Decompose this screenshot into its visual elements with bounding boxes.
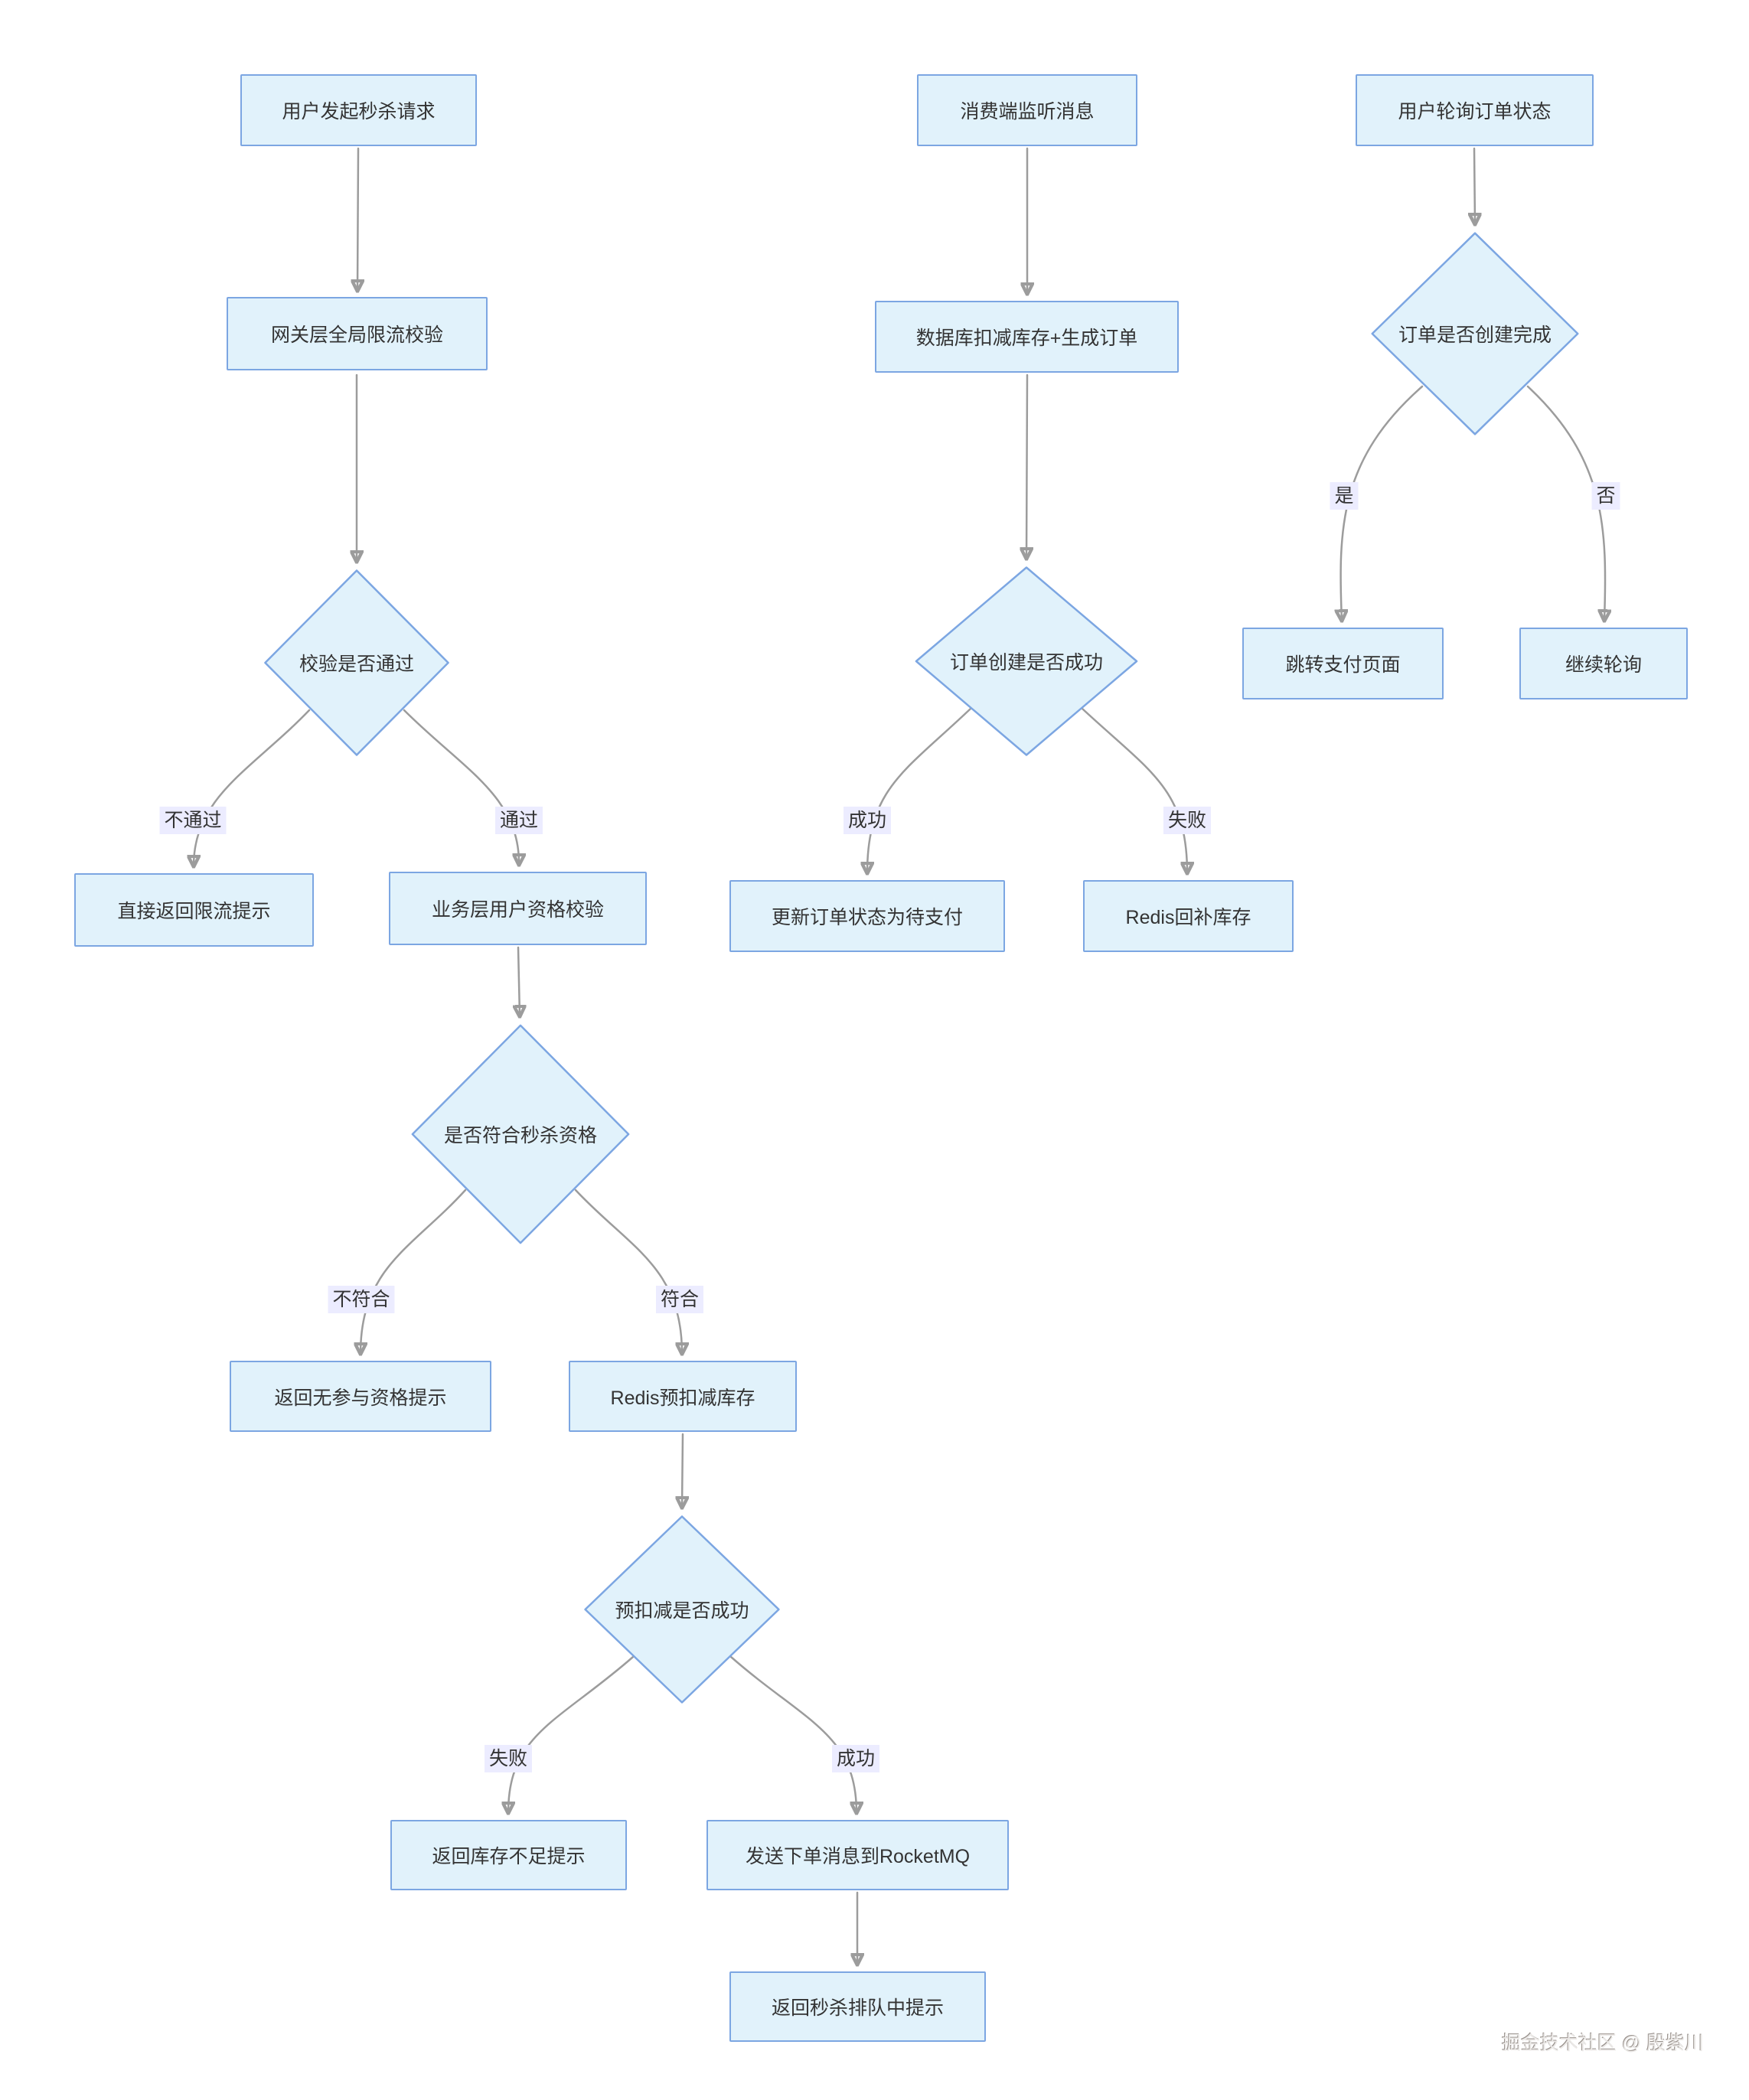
node-return-queueing-tip: 返回秒杀排队中提示: [729, 1971, 986, 2042]
node-redis-pre-deduct-stock: Redis预扣减库存: [569, 1361, 797, 1432]
edge-label-no: 否: [1591, 482, 1620, 510]
node-label: 更新订单状态为待支付: [771, 907, 963, 928]
edge-label-prededuct-success: 成功: [831, 1745, 880, 1772]
edge-label-not-pass: 不通过: [159, 807, 227, 834]
node-label: 网关层全局限流校验: [270, 324, 443, 346]
node-continue-polling: 继续轮询: [1519, 628, 1688, 699]
node-label: 消费端监听消息: [960, 101, 1095, 122]
node-label: Redis回补库存: [1125, 907, 1251, 928]
node-send-order-message-rocketmq: 发送下单消息到RocketMQ: [706, 1820, 1009, 1890]
node-label: 用户轮询订单状态: [1398, 101, 1552, 122]
node-label: Redis预扣减库存: [610, 1387, 755, 1409]
diamond-shape: [1370, 231, 1580, 436]
node-user-initiate-seckill: 用户发起秒杀请求: [240, 74, 477, 146]
node-label: 继续轮询: [1565, 654, 1642, 676]
edge-userpoll-to-orderdonedecision: [1474, 147, 1475, 224]
edge-qualifydecision-to-redisprededuct: [574, 1189, 682, 1354]
edge-label-qualify: 符合: [655, 1286, 704, 1313]
decision-order-create-success: 订单创建是否成功: [914, 566, 1139, 757]
node-label: 校验是否通过: [299, 654, 414, 675]
edge-label-ordercreate-success: 成功: [843, 807, 892, 834]
node-return-rate-limit-tip: 直接返回限流提示: [74, 873, 314, 947]
node-goto-payment-page: 跳转支付页面: [1242, 628, 1444, 699]
edge-bizqualification-to-qualifydecision: [518, 946, 520, 1016]
diamond-shape: [914, 566, 1139, 757]
node-label: 订单是否创建完成: [1398, 324, 1552, 346]
edge-predeductdecision-to-sendmq: [729, 1655, 857, 1813]
decision-pre-deduct-success: 预扣减是否成功: [583, 1515, 781, 1704]
node-label: 跳转支付页面: [1285, 654, 1401, 676]
edge-ordercreate-to-redisrestock: [1081, 707, 1187, 873]
node-label: 返回无参与资格提示: [274, 1387, 447, 1409]
edge-label-prededuct-fail: 失败: [484, 1745, 533, 1772]
edge-predeductdecision-to-nostock: [508, 1655, 635, 1813]
node-return-stock-insufficient-tip: 返回库存不足提示: [390, 1820, 627, 1890]
node-label: 直接返回限流提示: [117, 901, 271, 922]
node-label: 用户发起秒杀请求: [282, 101, 436, 122]
edge-user-to-gateway: [357, 147, 358, 291]
edge-label-ordercreate-fail: 失败: [1163, 807, 1212, 834]
edge-qualifydecision-to-noqualification: [361, 1189, 467, 1354]
edge-redisprededuct-to-predeductdecision: [682, 1433, 683, 1508]
edge-ordercreate-to-updatepending: [867, 707, 972, 873]
node-label: 预扣减是否成功: [615, 1600, 749, 1622]
decision-seckill-qualification: 是否符合秒杀资格: [410, 1023, 631, 1245]
node-label: 返回秒杀排队中提示: [771, 1997, 944, 2019]
node-label: 数据库扣减库存+生成订单: [915, 328, 1138, 349]
node-label: 发送下单消息到RocketMQ: [745, 1846, 971, 1867]
node-label: 返回库存不足提示: [432, 1846, 586, 1867]
decision-order-created-complete: 订单是否创建完成: [1370, 231, 1580, 436]
node-redis-restock: Redis回补库存: [1083, 880, 1294, 952]
edge-label-pass: 通过: [494, 807, 543, 834]
edge-dbdeduct-to-ordercreatedecision: [1026, 373, 1027, 559]
node-label: 订单创建是否成功: [949, 652, 1103, 673]
node-label: 是否符合秒杀资格: [443, 1125, 597, 1146]
edge-label-not-qualify: 不符合: [328, 1286, 395, 1313]
decision-check-pass: 校验是否通过: [263, 569, 450, 757]
node-consumer-listen-message: 消费端监听消息: [917, 74, 1137, 146]
diamond-shape: [410, 1023, 631, 1245]
node-return-no-qualification-tip: 返回无参与资格提示: [230, 1361, 491, 1432]
node-gateway-rate-limit-check: 网关层全局限流校验: [227, 297, 488, 370]
edge-label-yes: 是: [1330, 482, 1359, 510]
node-db-deduct-stock-create-order: 数据库扣减库存+生成订单: [875, 301, 1179, 373]
node-biz-user-qualification-check: 业务层用户资格校验: [389, 872, 647, 945]
diamond-shape: [583, 1515, 781, 1704]
node-update-order-pending-pay: 更新订单状态为待支付: [729, 880, 1005, 952]
diamond-shape: [263, 569, 450, 757]
edge-checkpass-to-returnlimit: [194, 709, 311, 866]
node-label: 业务层用户资格校验: [431, 899, 604, 921]
edge-checkpass-to-bizqualification: [403, 709, 519, 865]
node-user-poll-order-status: 用户轮询订单状态: [1356, 74, 1594, 146]
juejin-watermark: 掘金技术社区 @ 殷紫川: [1502, 2033, 1705, 2054]
